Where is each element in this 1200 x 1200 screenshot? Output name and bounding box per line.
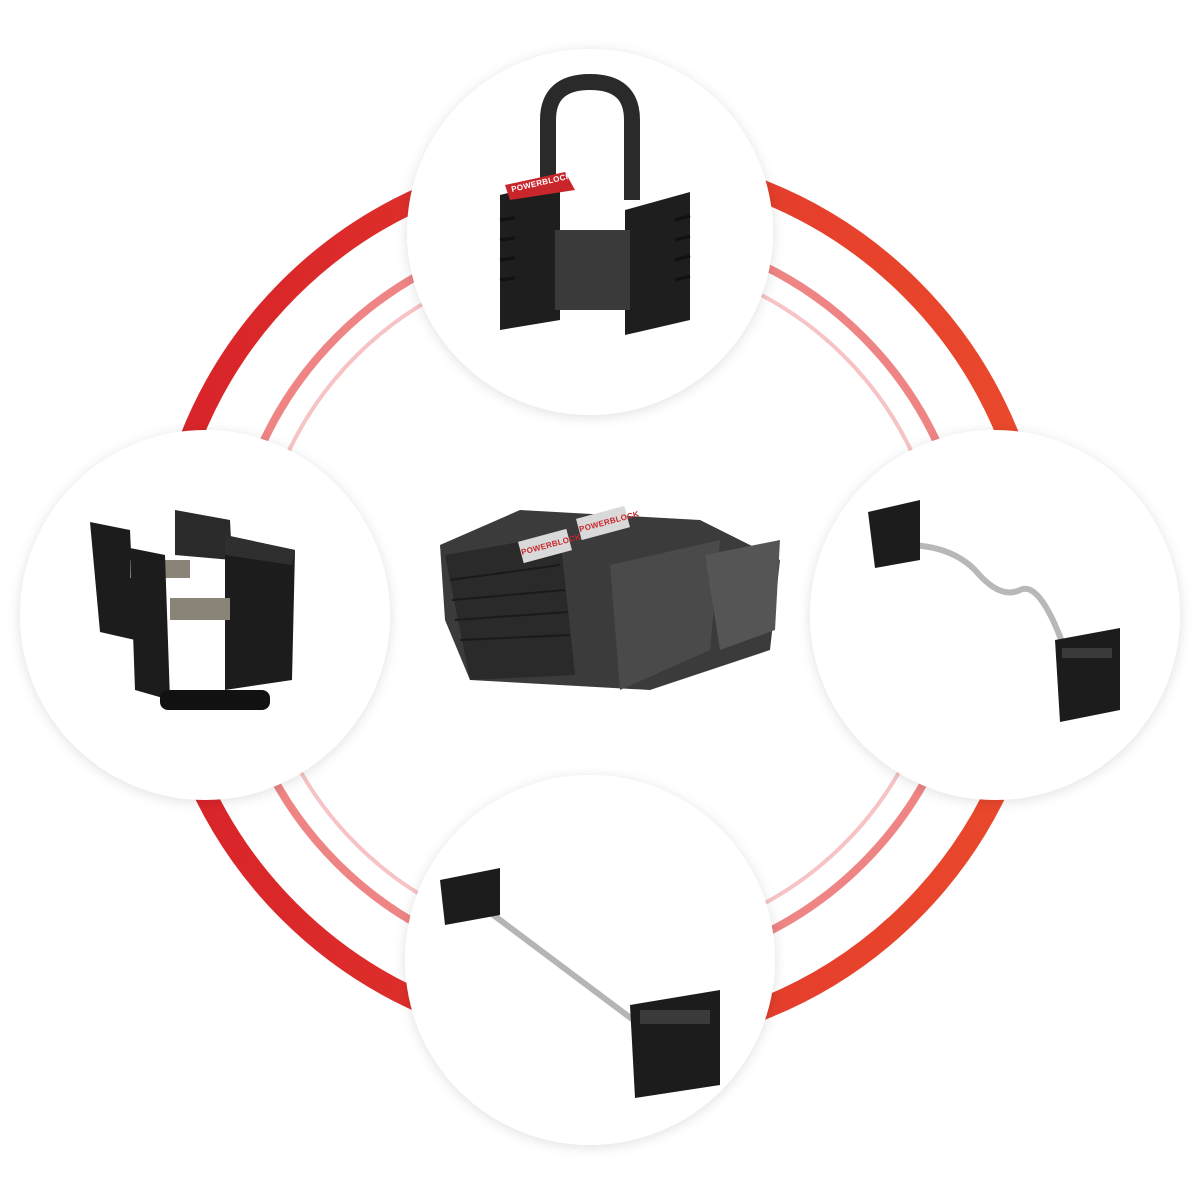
config-dumbbells xyxy=(20,430,390,800)
config-full-set: POWERBLOCK POWERBLOCK xyxy=(440,505,780,690)
config-barbell xyxy=(405,775,775,1145)
config-ez-bar xyxy=(810,430,1180,800)
config-kettlebell: POWERBLOCK xyxy=(407,49,773,415)
